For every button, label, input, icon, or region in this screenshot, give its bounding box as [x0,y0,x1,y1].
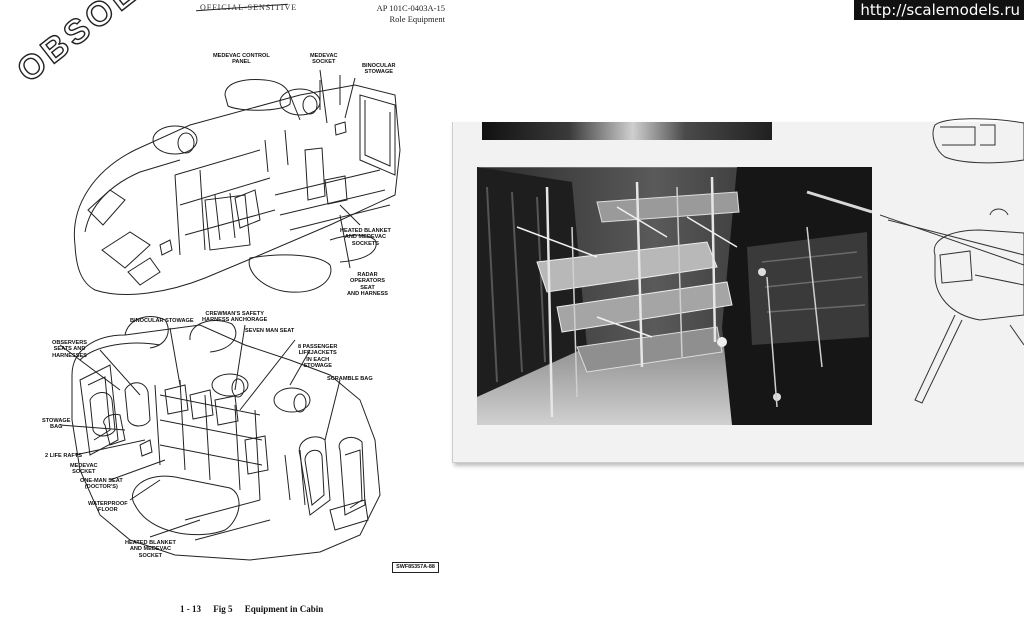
callout-lifejackets: 8 PASSENGER LIFEJACKETS IN EACH STOWAGE [298,344,338,370]
top-helicopter-illustration [73,69,401,295]
drawing-reference-box: SWF85357A-88 [392,562,439,573]
figure-caption: 1 - 13 Fig 5 Equipment in Cabin [180,604,333,614]
site-watermark: http://scalemodels.ru [854,0,1024,20]
document-reference: AP 101C-0403A-15 Role Equipment [377,3,445,25]
photo-header-strip [482,122,772,140]
callout-medevac-socket-lower: MEDEVAC SOCKET [70,463,98,476]
cabin-photograph [477,167,872,425]
callout-radar-operators-seat: RADAR OPERATORS SEAT AND HARNESS [347,272,389,298]
callout-one-man-seat: ONE-MAN SEAT (DOCTOR'S) [80,478,123,491]
caption-title: Equipment in Cabin [244,604,324,614]
caption-page: 1 - 13 [180,604,201,614]
manual-page: OBSOLETE OFFICIAL-SENSITIVE AP 101C-0403… [0,0,455,635]
doc-number: AP 101C-0403A-15 [376,3,445,13]
callout-heated-blanket: HEATED BLANKET AND MEDEVAC SOCKETS [340,228,391,247]
callout-waterproof-floor: WATERPROOF FLOOR [88,501,128,514]
callout-binocular-stowage-lower: BINOCULAR STOWAGE [130,318,194,324]
caption-figure: Fig 5 [213,604,233,614]
callout-scramble-bag: SCRAMBLE BAG [327,376,373,382]
callout-crewman-harness: CREWMAN'S SAFETY HARNESS ANCHORAGE [202,311,268,324]
callout-medevac-socket: MEDEVAC SOCKET [310,53,338,66]
helicopter-sketch-partial [880,118,1024,404]
section-title: Role Equipment [389,14,445,24]
callout-binocular-stowage: BINOCULAR STOWAGE [362,63,396,76]
callout-medevac-control-panel: MEDEVAC CONTROL PANEL [213,53,270,66]
bottom-helicopter-illustration [59,316,381,561]
classification-marking: OFFICIAL-SENSITIVE [196,3,297,12]
callout-stowage-bag: STOWAGE BAG [42,418,71,431]
callout-seven-man-seat: SEVEN MAN SEAT [245,328,295,334]
cabin-equipment-drawing [59,69,401,561]
callout-observers-seats: OBSERVERS SEATS AND HARNESSES [52,340,88,359]
callout-life-rafts: 2 LIFE RAFTS [45,453,82,459]
callout-heated-blanket-lower: HEATED BLANKET AND MEDEVAC SOCKET [125,540,176,559]
